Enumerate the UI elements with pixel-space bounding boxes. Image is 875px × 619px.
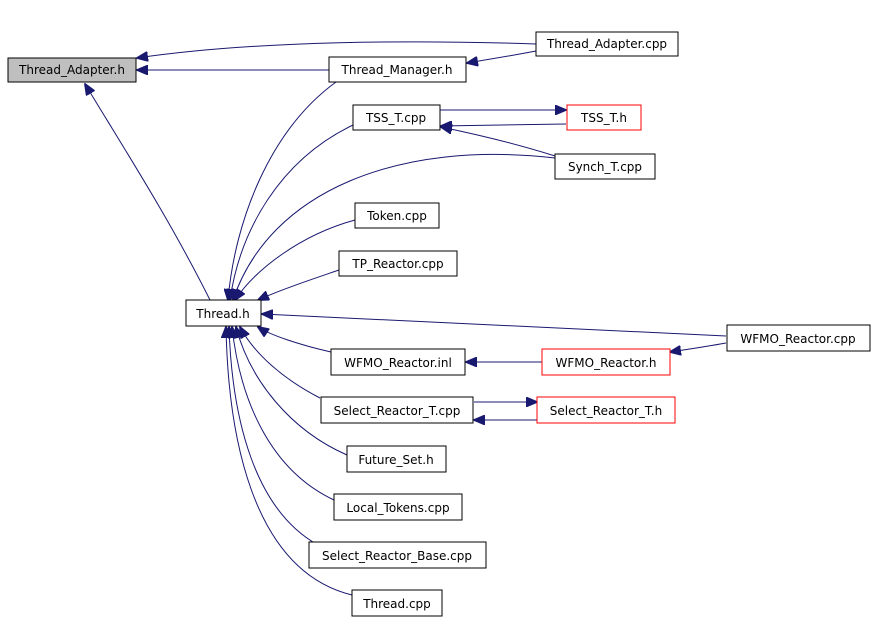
node-box: [7, 57, 137, 83]
node-tss-t-h[interactable]: TSS_T.h: [566, 104, 642, 131]
node-label: Thread.h: [195, 307, 249, 321]
node-label: TSS_T.h: [580, 111, 627, 125]
node-box: [352, 104, 441, 131]
edge-select-reactor-t-cpp-to-thread-h: [240, 327, 321, 399]
node-thread-cpp[interactable]: Thread.cpp: [351, 589, 443, 617]
node-thread-adapter-h[interactable]: Thread_Adapter.h: [7, 57, 137, 83]
node-box: [726, 324, 871, 352]
node-box: [351, 589, 443, 617]
node-tss-t-cpp[interactable]: TSS_T.cpp: [352, 104, 441, 131]
node-thread-h[interactable]: Thread.h: [185, 299, 262, 327]
edge-local-tokens-cpp-to-thread-h: [232, 327, 335, 501]
node-select-reactor-base-cpp[interactable]: Select_Reactor_Base.cpp: [308, 541, 487, 569]
edge-thread-adapter-cpp-to-thread-manager-h: [467, 50, 537, 63]
node-box: [338, 250, 458, 277]
edge-thread-cpp-to-thread-h: [226, 327, 353, 596]
node-box: [330, 348, 466, 376]
node-select-reactor-t-cpp[interactable]: Select_Reactor_T.cpp: [320, 396, 474, 424]
node-label: Thread_Manager.h: [341, 63, 453, 77]
node-wfmo-reactor-h[interactable]: WFMO_Reactor.h: [541, 348, 671, 376]
edge-synch-t-cpp-to-tss-t-cpp: [441, 127, 556, 157]
node-wfmo-reactor-inl[interactable]: WFMO_Reactor.inl: [330, 348, 466, 376]
node-box: [308, 541, 487, 569]
edge-future-set-h-to-thread-h: [236, 327, 348, 456]
edge-wfmo-reactor-cpp-to-wfmo-reactor-h: [670, 342, 727, 352]
edge-wfmo-reactor-inl-to-thread-h: [258, 327, 332, 353]
node-box: [536, 396, 676, 424]
node-label: Thread_Adapter.cpp: [546, 37, 667, 51]
edge-token-cpp-to-thread-h: [235, 219, 356, 300]
node-box: [554, 153, 656, 180]
node-label: Select_Reactor_Base.cpp: [322, 549, 472, 563]
node-wfmo-reactor-cpp[interactable]: WFMO_Reactor.cpp: [726, 324, 871, 352]
node-label: WFMO_Reactor.inl: [344, 356, 452, 370]
edge-thread-adapter-cpp-to-thread-adapter-h: [137, 41, 537, 58]
node-box: [328, 56, 467, 83]
edge-select-reactor-base-cpp-to-thread-h: [229, 327, 319, 546]
node-label: Future_Set.h: [358, 453, 433, 467]
edge-tss-t-h-to-tss-t-cpp: [441, 124, 567, 126]
node-label: TP_Reactor.cpp: [351, 257, 443, 271]
node-box: [333, 493, 463, 521]
node-label: Synch_T.cpp: [568, 160, 642, 174]
node-label: Token.cpp: [366, 209, 427, 223]
node-label: Thread.cpp: [362, 597, 431, 611]
node-box: [541, 348, 671, 376]
edge-tss-t-cpp-to-thread-h: [230, 124, 354, 300]
node-token-cpp[interactable]: Token.cpp: [354, 202, 440, 229]
node-label: Local_Tokens.cpp: [346, 501, 449, 515]
node-select-reactor-t-h[interactable]: Select_Reactor_T.h: [536, 396, 676, 424]
edges: [85, 41, 727, 596]
edge-synch-t-cpp-to-thread-h: [233, 153, 556, 300]
node-box: [320, 396, 474, 424]
node-box: [346, 445, 447, 473]
edge-thread-manager-h-to-thread-h: [228, 81, 337, 300]
node-thread-adapter-cpp[interactable]: Thread_Adapter.cpp: [535, 31, 679, 57]
node-box: [354, 202, 440, 229]
node-synch-t-cpp[interactable]: Synch_T.cpp: [554, 153, 656, 180]
node-label: Select_Reactor_T.h: [550, 404, 662, 418]
edge-thread-h-to-thread-adapter-h: [85, 84, 211, 301]
node-label: WFMO_Reactor.h: [556, 356, 657, 370]
node-box: [185, 299, 262, 327]
node-label: Thread_Adapter.h: [18, 63, 125, 77]
node-box: [535, 31, 679, 57]
edge-wfmo-reactor-cpp-to-thread-h: [262, 314, 727, 337]
node-local-tokens-cpp[interactable]: Local_Tokens.cpp: [333, 493, 463, 521]
node-tp-reactor-cpp[interactable]: TP_Reactor.cpp: [338, 250, 458, 277]
edge-tp-reactor-cpp-to-thread-h: [258, 269, 340, 300]
node-box: [566, 104, 642, 131]
node-label: Select_Reactor_T.cpp: [334, 404, 461, 418]
node-label: WFMO_Reactor.cpp: [740, 332, 855, 346]
node-thread-manager-h[interactable]: Thread_Manager.h: [328, 56, 467, 83]
node-future-set-h[interactable]: Future_Set.h: [346, 445, 447, 473]
node-label: TSS_T.cpp: [365, 111, 426, 125]
